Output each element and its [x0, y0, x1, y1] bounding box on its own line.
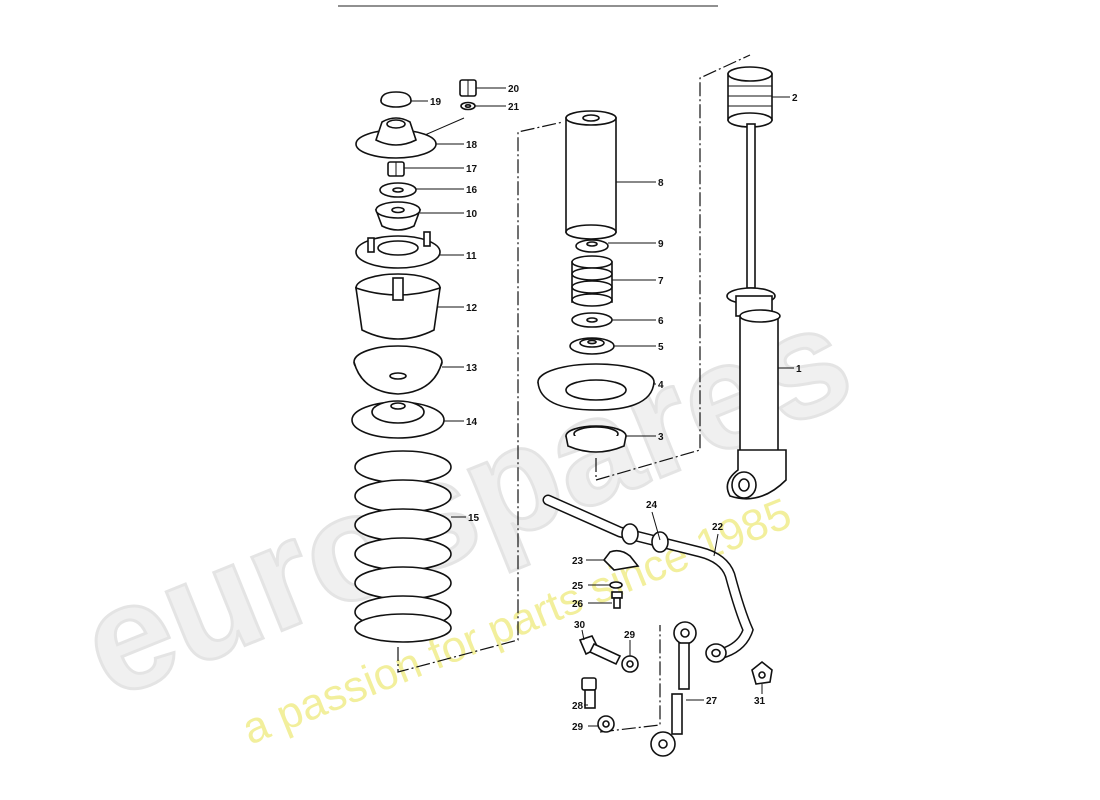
- part-p18[interactable]: [355, 117, 437, 159]
- part-p9[interactable]: [575, 239, 609, 253]
- callout-6: 6: [658, 316, 664, 327]
- part-p24[interactable]: [621, 523, 669, 553]
- callout-2: 2: [792, 93, 798, 104]
- part-p13[interactable]: [353, 345, 443, 395]
- part-p25[interactable]: [609, 581, 623, 589]
- callout-15: 15: [468, 513, 480, 524]
- part-p16[interactable]: [379, 182, 417, 198]
- part-p5[interactable]: [569, 337, 615, 355]
- part-p27[interactable]: [650, 621, 697, 757]
- callout-13: 13: [466, 363, 478, 374]
- callout-9: 9: [658, 239, 664, 250]
- callout-10: 10: [466, 209, 478, 220]
- part-p15[interactable]: [354, 450, 452, 643]
- callout-31: 31: [754, 696, 766, 707]
- callout-29-lower: 29: [572, 722, 584, 733]
- part-p22[interactable]: [542, 494, 754, 663]
- callout-4: 4: [658, 380, 664, 391]
- callout-11: 11: [466, 251, 477, 262]
- callout-20: 20: [508, 84, 520, 95]
- callout-27: 27: [706, 696, 718, 707]
- part-p28[interactable]: [581, 677, 597, 709]
- callout-7: 7: [658, 276, 664, 287]
- callout-30: 30: [574, 620, 586, 631]
- callout-12: 12: [466, 303, 478, 314]
- callout-28: 28: [572, 701, 584, 712]
- part-p29b[interactable]: [597, 715, 615, 733]
- callout-29-upper: 29: [624, 630, 636, 641]
- part-p20[interactable]: [459, 79, 477, 97]
- callout-26: 26: [572, 599, 584, 610]
- callout-17: 17: [466, 164, 478, 175]
- callout-18: 18: [466, 140, 478, 151]
- callout-16: 16: [466, 185, 478, 196]
- part-p3[interactable]: [565, 425, 627, 453]
- part-p23[interactable]: [602, 549, 640, 571]
- part-p6[interactable]: [571, 312, 613, 328]
- part-p12[interactable]: [355, 273, 441, 340]
- callout-25: 25: [572, 581, 584, 592]
- callout-21: 21: [508, 102, 520, 113]
- part-p4[interactable]: [537, 363, 655, 411]
- callout-1: 1: [796, 364, 802, 375]
- callout-24: 24: [646, 500, 658, 511]
- part-p31[interactable]: [751, 660, 773, 685]
- callout-8: 8: [658, 178, 664, 189]
- callout-3: 3: [658, 432, 664, 443]
- part-p14[interactable]: [351, 400, 445, 439]
- callouts: 19 20 21 18 17 16 10 11 12 13 14 15 8 9 …: [404, 84, 802, 733]
- part-p21[interactable]: [460, 101, 476, 111]
- callout-14: 14: [466, 417, 478, 428]
- part-p30[interactable]: [578, 635, 622, 666]
- callout-23: 23: [572, 556, 584, 567]
- callout-19: 19: [430, 97, 442, 108]
- part-p2[interactable]: [727, 66, 773, 128]
- callout-5: 5: [658, 342, 664, 353]
- part-p29a[interactable]: [621, 655, 639, 673]
- part-p7[interactable]: [571, 255, 613, 307]
- part-p17[interactable]: [387, 161, 405, 177]
- part-p11[interactable]: [355, 231, 441, 269]
- part-p8[interactable]: [565, 110, 617, 240]
- part-p1[interactable]: [726, 123, 787, 500]
- part-p10[interactable]: [374, 201, 422, 231]
- callout-22: 22: [712, 522, 724, 533]
- part-p26[interactable]: [611, 591, 623, 609]
- part-p19[interactable]: [380, 91, 412, 108]
